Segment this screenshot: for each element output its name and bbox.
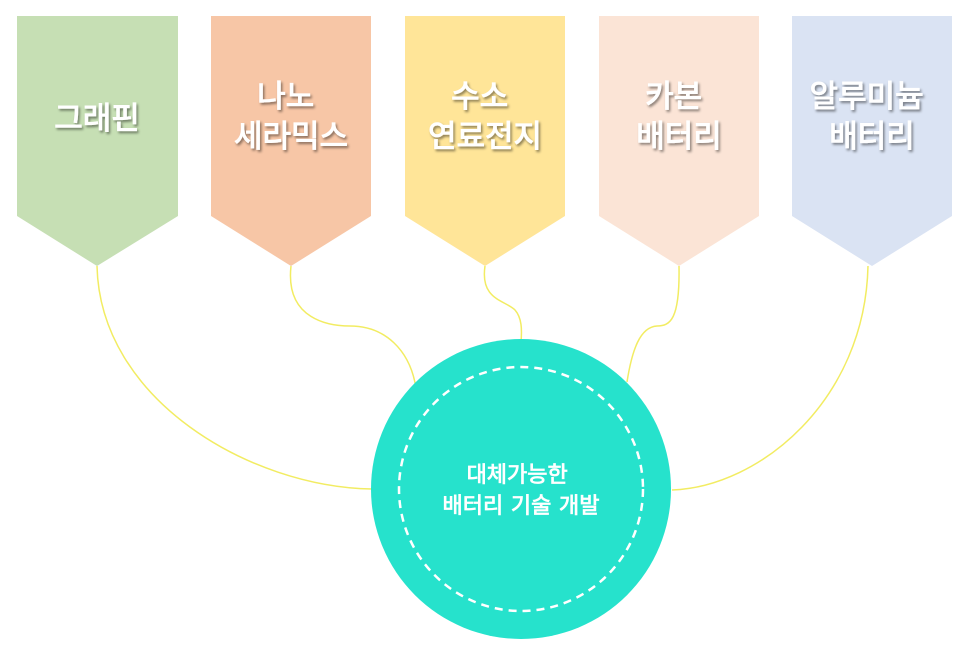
tag-nano-ceramics: 나노 세라믹스 [211, 16, 371, 266]
connector-nano-ceramics [289, 265, 417, 389]
svg-text:카본 배터리: 카본 배터리 [636, 79, 722, 155]
tag-hydrogen-fuel-cell-shape [405, 16, 565, 266]
tag-nano-ceramics-label-line2: 세라믹스 [234, 119, 348, 155]
connector-aluminum-battery [671, 265, 869, 491]
tag-hydrogen-fuel-cell: 수소 연료전지 [405, 16, 565, 266]
connector-lines [96, 265, 869, 491]
connector-hydrogen-fuel-cell [483, 265, 523, 343]
hub-label-line1: 대체가능한 [467, 463, 568, 488]
tag-carbon-battery-shape [599, 16, 759, 266]
svg-text:대체가능한 배터리 기술 개발: 대체가능한 배터리 기술 개발 [443, 463, 600, 519]
tag-aluminum-battery-label-line1: 알루미늄 [810, 79, 924, 115]
tag-hydrogen-fuel-cell-label-line1: 수소 [451, 79, 508, 115]
tag-nano-ceramics-shape [211, 16, 371, 266]
tag-graphene: 그래핀 [17, 16, 178, 266]
svg-text:그래핀: 그래핀 [54, 101, 140, 137]
svg-text:수소 연료전지: 수소 연료전지 [428, 79, 542, 155]
svg-text:나노 세라믹스: 나노 세라믹스 [234, 79, 348, 155]
connector-carbon-battery [626, 265, 680, 383]
tag-nano-ceramics-label-line1: 나노 [257, 79, 314, 115]
hub: 대체가능한 배터리 기술 개발 [371, 339, 671, 639]
tag-carbon-battery-label-line1: 카본 [645, 79, 702, 115]
tag-hydrogen-fuel-cell-label-line2: 연료전지 [428, 119, 542, 155]
tag-aluminum-battery-label-line2: 배터리 [829, 119, 915, 155]
hub-label-line2: 배터리 기술 개발 [443, 494, 600, 519]
tag-aluminum-battery: 알루미늄 배터리 [792, 16, 952, 266]
tag-carbon-battery-label-line2: 배터리 [636, 119, 722, 155]
tag-carbon-battery: 카본 배터리 [599, 16, 759, 266]
tag-aluminum-battery-shape [792, 16, 952, 266]
hub-circle [371, 339, 671, 639]
hub-dashed-ring [397, 365, 645, 613]
svg-text:알루미늄 배터리: 알루미늄 배터리 [810, 79, 935, 155]
tag-graphene-label: 그래핀 [54, 101, 140, 137]
connector-graphene [96, 265, 373, 490]
tag-graphene-shape [17, 16, 178, 266]
